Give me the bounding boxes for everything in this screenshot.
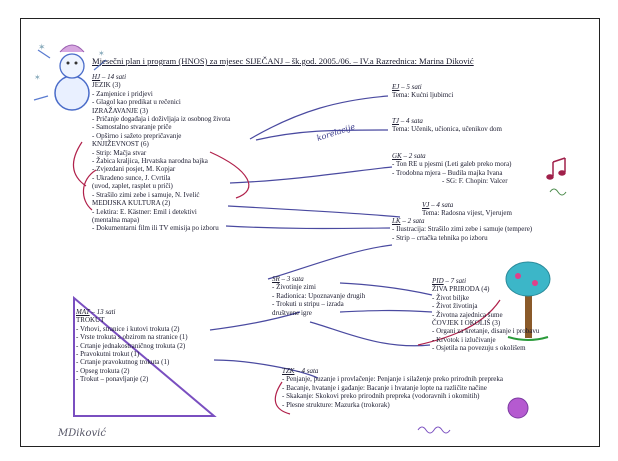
hj-line: - Zvjezdani posjet, M. Kopjar xyxy=(92,165,176,174)
mat-line: - Crtanje pravokutnog trokuta (1) xyxy=(76,358,170,367)
vj-section: VJ – 4 sata Tema: Radosna vijest, Vjeruj… xyxy=(422,201,512,218)
hj-line: (mentalna mapa) xyxy=(92,215,140,224)
hj-line: - Žabica kraljica, Hrvatska narodna bajk… xyxy=(92,157,208,166)
mat-line: - Crtanje jednakostraničnog trokuta (2) xyxy=(76,341,186,350)
mat-line: - Trokut – ponavljanje (2) xyxy=(76,375,149,384)
hj-line: IZRAŽAVANJE (3) xyxy=(92,106,148,115)
pid-section: PID – 7 sati ŽIVA PRIRODA (4) - Život bi… xyxy=(432,277,539,353)
tzk-line: - Skakanje: Skokovi preko prirodnih prep… xyxy=(282,392,480,401)
sr-hours: – 3 sata xyxy=(279,275,304,283)
sr-heading: SR xyxy=(272,275,280,283)
ej-section: EJ – 5 sati Tema: Kućni ljubimci xyxy=(392,83,453,100)
pid-heading: PID xyxy=(432,277,444,285)
pid-line: - Organi za kretanje, disanje i probavu xyxy=(432,327,540,336)
mat-section: MAT – 13 sati TROKUT - Vrhovi, stranice … xyxy=(76,308,188,384)
tree-drawing xyxy=(505,261,551,341)
hj-line: - Samostalno stvaranje priče xyxy=(92,123,172,132)
pid-hours: – 7 sati xyxy=(443,277,467,285)
music-note-icon xyxy=(546,157,566,180)
tj-hours: – 4 sata xyxy=(399,117,423,125)
hj-line: (uvod, zaplet, rasplet u priči) xyxy=(92,182,173,191)
mat-line: - Vrste trokuta s obzirom na stranice (1… xyxy=(76,333,188,342)
lk-section: LK – 2 sata - Ilustracija: Strašilo zimi… xyxy=(392,217,532,242)
mat-line: - Pravokutni trokut (1) xyxy=(76,350,140,359)
svg-text:✶: ✶ xyxy=(38,42,46,52)
tj-section: TJ – 4 sata Tema: Učenik, učionica, učen… xyxy=(392,117,502,134)
hj-line: - Pričanje događaja i doživljaja iz osob… xyxy=(92,115,231,124)
pid-line: - Život biljke xyxy=(432,293,469,302)
lk-line: - Ilustracija: Strašilo zimi zebe i samu… xyxy=(392,225,533,234)
snowman-drawing: ✶ ✶ ✶ xyxy=(33,42,107,111)
hj-line: KNJIŽEVNOST (6) xyxy=(92,140,149,149)
sr-line: društvene igre xyxy=(272,308,312,317)
tj-heading: TJ xyxy=(392,117,399,125)
hj-line: - Strašilo zimi zebe i samuje, N. Ivelić xyxy=(92,190,200,199)
hj-section: HJ – 14 sati JEZIK (3) - Zamjenice i pri… xyxy=(92,73,230,233)
pid-line: - Osjetila na povezuju s okolišem xyxy=(432,344,526,353)
sr-section: SR – 3 sata - Životinje zimi - Radionica… xyxy=(272,275,365,317)
vj-hours: – 4 sata xyxy=(429,201,454,209)
sr-line: - Trokuti u stripu – izrada xyxy=(272,300,344,309)
hj-line: JEZIK (3) xyxy=(92,81,121,90)
ej-hours: – 5 sati xyxy=(399,83,422,91)
gk-heading: GK xyxy=(392,152,402,160)
pid-line: - Životna zajednica šume xyxy=(432,310,503,319)
hj-line: - Glagol kao predikat u rečenici xyxy=(92,98,181,107)
triangle-drawing xyxy=(73,295,217,417)
hj-line: - Zamjenice i pridjevi xyxy=(92,89,153,98)
sr-line: - Životinje zimi xyxy=(272,283,316,292)
mat-hours: – 13 sati xyxy=(89,308,116,316)
pid-line: ČOVJEK I OKOLIŠ (3) xyxy=(432,319,501,328)
signature: MDiković xyxy=(58,428,106,439)
hj-line: - Strip: Mačja stvar xyxy=(92,148,147,157)
pid-line: - Život životinja xyxy=(432,302,478,311)
vj-heading: VJ xyxy=(422,201,430,209)
gk-section: GK – 2 sata - Ton RE u pjesmi (Leti gale… xyxy=(392,152,512,186)
mat-line: - Vrhovi, stranice i kutovi trokuta (2) xyxy=(76,324,180,333)
lk-heading: LK xyxy=(392,217,401,225)
mat-line: TROKUT xyxy=(76,316,105,325)
tzk-line: - Bacanje, hvatanje i gađanje: Bacanje i… xyxy=(282,383,487,392)
tzk-line: - Plesne strukture: Mazurka (trokorak) xyxy=(282,400,390,409)
pid-line: ŽIVA PRIRODA (4) xyxy=(432,285,490,294)
hj-hours: – 14 sati xyxy=(100,73,127,81)
hj-line: MEDIJSKA KULTURA (2) xyxy=(92,199,171,208)
sr-line: - Radionica: Upoznavanje drugih xyxy=(272,291,366,300)
hj-line: - Dokumentarni film ili TV emisija po iz… xyxy=(92,224,219,233)
lk-line: - Strip – crtačka tehnika po izboru xyxy=(392,233,488,242)
ej-line: Tema: Kućni ljubimci xyxy=(392,91,454,100)
tzk-section: TZK – 4 sata - Penjanje, puzanje i provl… xyxy=(282,367,503,409)
svg-text:✶: ✶ xyxy=(98,49,105,58)
lk-hours: – 2 sata xyxy=(400,217,425,225)
tzk-line: - Penjanje, puzanje i provlačenje: Penja… xyxy=(282,375,503,384)
gk-line: - Ton RE u pjesmi (Leti galeb preko mora… xyxy=(392,160,512,169)
tj-line: Tema: Učenik, učionica, učenikov dom xyxy=(392,125,502,134)
hj-line: - Opširno i sažeto prepričavanje xyxy=(92,131,182,140)
mat-heading: MAT xyxy=(76,308,90,316)
svg-text:✶: ✶ xyxy=(34,73,41,82)
gk-line: - Trodobna mjera – Budila majka Ivana xyxy=(392,168,503,177)
ball-drawing xyxy=(507,397,529,419)
tzk-hours: – 4 sata xyxy=(294,367,319,375)
pid-line: - Krvotok i izlučivanje xyxy=(432,335,496,344)
hj-line: - Ukradeno sunce, J. Cvrtila xyxy=(92,173,171,182)
tzk-heading: TZK xyxy=(282,367,295,375)
ej-heading: EJ xyxy=(392,83,400,91)
hj-line: - Lektira: E. Kästner: Emil i detektivi xyxy=(92,207,197,216)
gk-line: - SG: F. Chopin: Valcer xyxy=(442,177,508,186)
mat-line: - Opseg trokuta (2) xyxy=(76,366,130,375)
gk-hours: – 2 sata xyxy=(401,152,426,160)
vj-line: Tema: Radosna vijest, Vjerujem xyxy=(422,209,512,218)
page-title: Mjesečni plan i program (HNOS) za mjesec… xyxy=(92,56,474,66)
hj-heading: HJ xyxy=(92,73,101,81)
